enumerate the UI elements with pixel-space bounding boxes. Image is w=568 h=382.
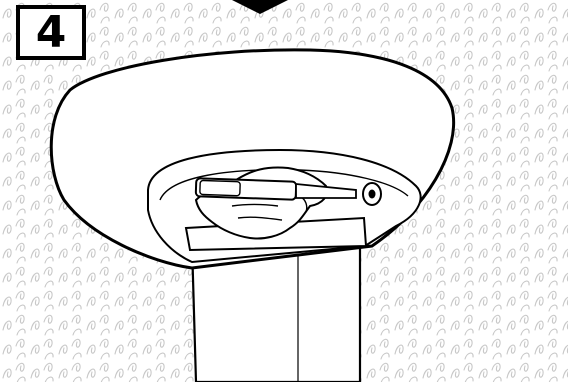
step-number: 4 (36, 11, 67, 55)
step-number-badge: 4 (16, 5, 86, 60)
mounting-hole (363, 183, 381, 205)
